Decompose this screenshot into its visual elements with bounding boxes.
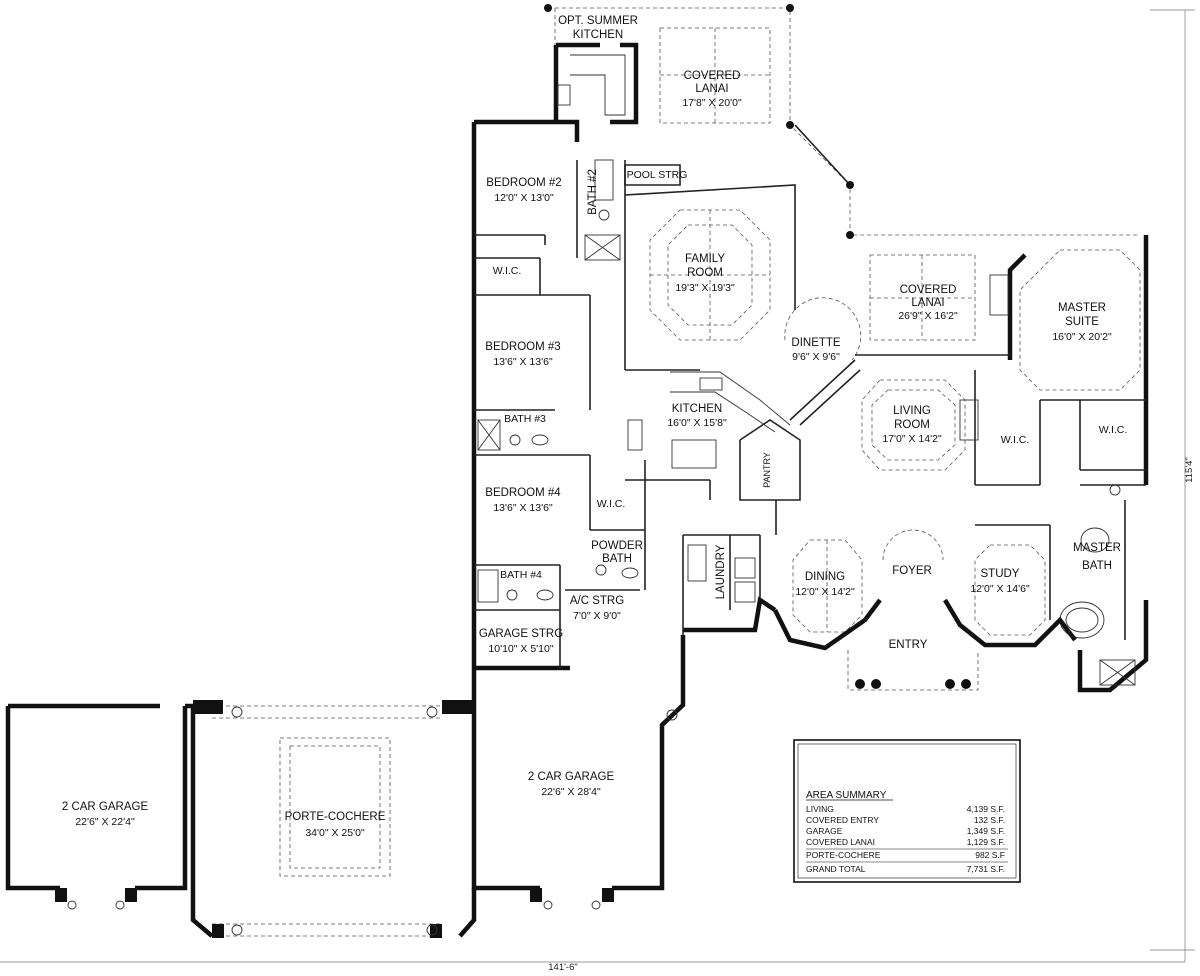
laundry-label: LAUNDRY bbox=[715, 544, 727, 599]
wic-master2-label: W.I.C. bbox=[1099, 424, 1128, 436]
bath4-label: BATH #4 bbox=[500, 569, 542, 581]
garage-left-label: 2 CAR GARAGE bbox=[62, 801, 149, 813]
family-room-dim: 19'3" X 19'3" bbox=[675, 282, 735, 294]
study-dim: 12'0" X 14'6" bbox=[970, 583, 1030, 595]
area-porte-value: 982 S.F bbox=[975, 850, 1005, 860]
room-labels: OPT. SUMMER KITCHEN COVERED LANAI 17'8" … bbox=[62, 15, 1127, 839]
wic1-label: W.I.C. bbox=[493, 265, 522, 277]
area-row-label: COVERED LANAI bbox=[806, 837, 875, 847]
porte-cochere-label: PORTE-COCHERE bbox=[285, 811, 386, 823]
porte-cochere-dim: 34'0" X 25'0" bbox=[305, 827, 365, 839]
dashed-outlines bbox=[212, 7, 1141, 937]
entry-label: ENTRY bbox=[889, 639, 928, 651]
garage-left-dim: 22'6" X 22'4" bbox=[75, 816, 135, 828]
living-room-dim: 17'0" X 14'2" bbox=[882, 433, 942, 445]
area-row-value: 4,139 S.F. bbox=[967, 804, 1005, 814]
opt-summer-kitchen-label-2: KITCHEN bbox=[573, 29, 623, 41]
living-room-label-2: ROOM bbox=[894, 419, 930, 431]
covered-lanai-side-label-1: COVERED bbox=[900, 284, 957, 296]
powder-bath-label-2: BATH bbox=[602, 553, 632, 565]
area-row-label: GARAGE bbox=[806, 826, 843, 836]
bedroom3-dim: 13'6" X 13'6" bbox=[493, 356, 553, 368]
pool-strg-label: POOL STRG bbox=[627, 169, 688, 181]
area-row-value: 1,129 S.F. bbox=[967, 837, 1005, 847]
bedroom4-label: BEDROOM #4 bbox=[485, 487, 561, 499]
bedroom3-label: BEDROOM #3 bbox=[485, 341, 560, 353]
garage-right-dim: 22'6" X 28'4" bbox=[541, 786, 601, 798]
area-porte-label: PORTE-COCHERE bbox=[806, 850, 881, 860]
exterior-walls bbox=[5, 42, 1149, 938]
garage-right-label: 2 CAR GARAGE bbox=[528, 771, 615, 783]
bath2-label: BATH #2 bbox=[587, 169, 599, 215]
master-suite-label-2: SUITE bbox=[1065, 316, 1099, 328]
ac-strg-label: A/C STRG bbox=[570, 595, 624, 607]
covered-lanai-side-label-2: LANAI bbox=[911, 297, 944, 309]
area-summary-title: AREA SUMMARY bbox=[806, 790, 887, 801]
family-room-label-1: FAMILY bbox=[685, 253, 725, 265]
kitchen-label: KITCHEN bbox=[672, 403, 722, 415]
wic2-label: W.I.C. bbox=[597, 498, 626, 510]
area-total-label: GRAND TOTAL bbox=[806, 864, 866, 874]
bath3-label: BATH #3 bbox=[504, 413, 546, 425]
bedroom2-dim: 12'0" X 13'0" bbox=[494, 192, 554, 204]
dinette-dim: 9'6" X 9'6" bbox=[792, 351, 840, 363]
dimension-lines bbox=[0, 9, 1195, 963]
area-total-value: 7,731 S.F. bbox=[967, 864, 1005, 874]
family-room-label-2: ROOM bbox=[687, 267, 723, 279]
wic-master1-label: W.I.C. bbox=[1001, 434, 1030, 446]
area-row-label: COVERED ENTRY bbox=[806, 815, 879, 825]
dining-label: DINING bbox=[805, 571, 845, 583]
dinette-label: DINETTE bbox=[791, 337, 841, 349]
kitchen-dim: 16'0" X 15'8" bbox=[667, 417, 727, 429]
opt-summer-kitchen-label-1: OPT. SUMMER bbox=[558, 15, 638, 27]
area-row-value: 132 S.F. bbox=[974, 815, 1005, 825]
overall-depth-label: 115'4" bbox=[1184, 457, 1195, 483]
dining-dim: 12'0" X 14'2" bbox=[795, 586, 855, 598]
powder-bath-label-1: POWDER bbox=[591, 540, 643, 552]
covered-lanai-rear-label-1: COVERED bbox=[684, 70, 741, 82]
area-row-value: 1,349 S.F. bbox=[967, 826, 1005, 836]
master-bath-label-1: MASTER bbox=[1073, 542, 1121, 554]
bedroom2-label: BEDROOM #2 bbox=[486, 177, 561, 189]
fixtures bbox=[477, 54, 1136, 721]
covered-lanai-side-dim: 26'9" X 16'2" bbox=[898, 310, 958, 322]
area-row-label: LIVING bbox=[806, 804, 834, 814]
master-suite-label-1: MASTER bbox=[1058, 302, 1106, 314]
garage-strg-label: GARAGE STRG bbox=[479, 628, 563, 640]
columns bbox=[55, 4, 971, 938]
covered-lanai-rear-dim: 17'8" X 20'0" bbox=[682, 97, 742, 109]
interior-walls bbox=[474, 124, 1146, 668]
garage-strg-dim: 10'10" X 5'10" bbox=[488, 643, 553, 655]
covered-lanai-rear-label-2: LANAI bbox=[695, 83, 728, 95]
overall-width-label: 141'-6" bbox=[548, 962, 577, 973]
foyer-label: FOYER bbox=[892, 565, 932, 577]
area-summary: AREA SUMMARY LIVING 4,139 S.F. COVERED E… bbox=[793, 739, 1021, 883]
master-suite-dim: 16'0" X 20'2" bbox=[1052, 331, 1112, 343]
bedroom4-dim: 13'6" X 13'6" bbox=[493, 502, 553, 514]
living-room-label-1: LIVING bbox=[893, 405, 931, 417]
ac-strg-dim: 7'0" X 9'0" bbox=[573, 610, 621, 622]
master-bath-label-2: BATH bbox=[1082, 560, 1112, 572]
study-label: STUDY bbox=[981, 568, 1020, 580]
pantry-label: PANTRY bbox=[762, 452, 772, 488]
